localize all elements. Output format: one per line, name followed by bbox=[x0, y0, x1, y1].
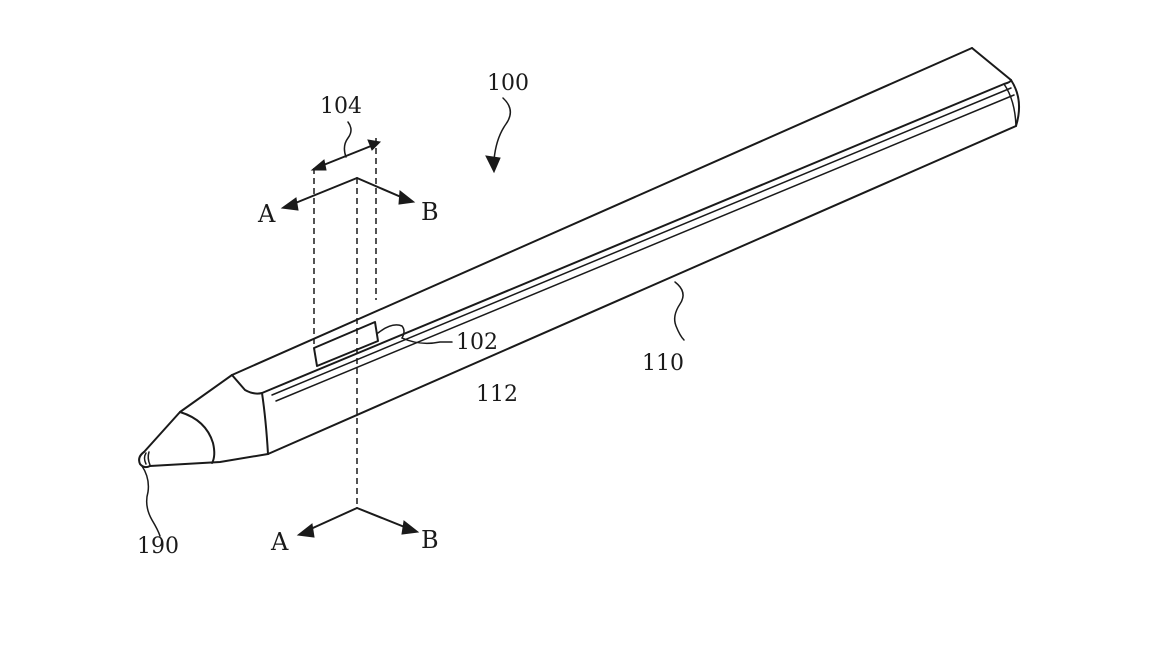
leader-100 bbox=[485, 97, 512, 174]
leader-190 bbox=[141, 465, 161, 537]
arrowhead-b-top bbox=[398, 190, 416, 205]
label-104: 104 bbox=[320, 94, 362, 119]
arrowhead-a-bottom bbox=[296, 523, 315, 538]
label-190: 190 bbox=[137, 534, 179, 559]
label-b-bottom: B bbox=[421, 526, 439, 554]
sensor-window bbox=[313, 321, 405, 367]
label-112: 112 bbox=[476, 382, 518, 407]
leader-110 bbox=[673, 281, 685, 341]
arrowhead-a-top bbox=[280, 197, 299, 211]
section-arrows-top bbox=[280, 177, 416, 211]
label-100: 100 bbox=[487, 71, 529, 96]
label-a-bottom: A bbox=[270, 528, 289, 556]
label-b-top: B bbox=[421, 198, 439, 226]
section-arrows-bottom bbox=[296, 507, 420, 538]
section-lines bbox=[313, 138, 377, 504]
label-102: 102 bbox=[456, 330, 498, 355]
label-a-top: A bbox=[257, 200, 276, 228]
leader-102 bbox=[401, 337, 453, 345]
stylus-tip bbox=[138, 374, 269, 469]
label-110: 110 bbox=[642, 351, 684, 376]
dimension-104 bbox=[310, 121, 382, 171]
arrowhead-b-bottom bbox=[401, 520, 420, 535]
stylus-body bbox=[231, 47, 1021, 455]
